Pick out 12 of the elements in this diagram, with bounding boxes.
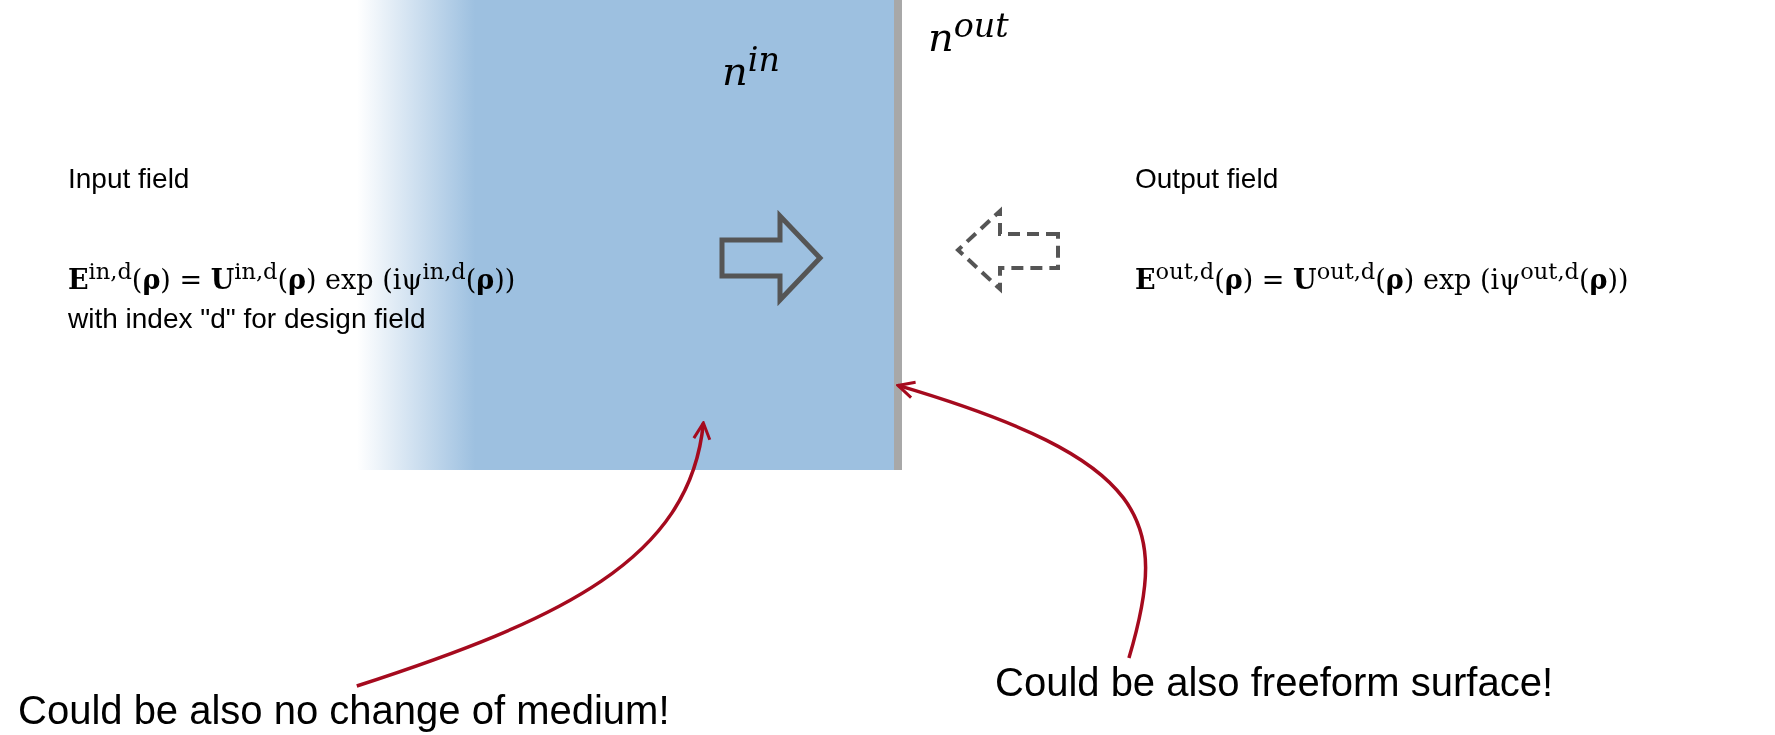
leader-line <box>896 381 1148 659</box>
note-text: Could be also no change of medium! <box>18 688 670 733</box>
note-text: Could be also freeform surface! <box>995 660 1554 705</box>
formula-text: E$^{in,d}$(ρ) = U$^{in,d}$(ρ) exp (iψ$^{in,d}$(ρ)) <box>68 258 516 295</box>
formula-text: E$^{out,d}$(ρ) = U$^{out,d}$(ρ) exp (iψ$^{out,d}$(ρ)) <box>1135 258 1629 295</box>
refractive-index-label: n$^{out}$ <box>928 6 1009 61</box>
note-text: with index "d" for design field <box>68 303 426 335</box>
field-label: Output field <box>1135 163 1279 195</box>
leader-line <box>356 421 710 688</box>
field-label: Input field <box>68 163 190 195</box>
interface-surface <box>894 0 902 470</box>
refractive-index-label: n$^{in}$ <box>722 40 780 95</box>
